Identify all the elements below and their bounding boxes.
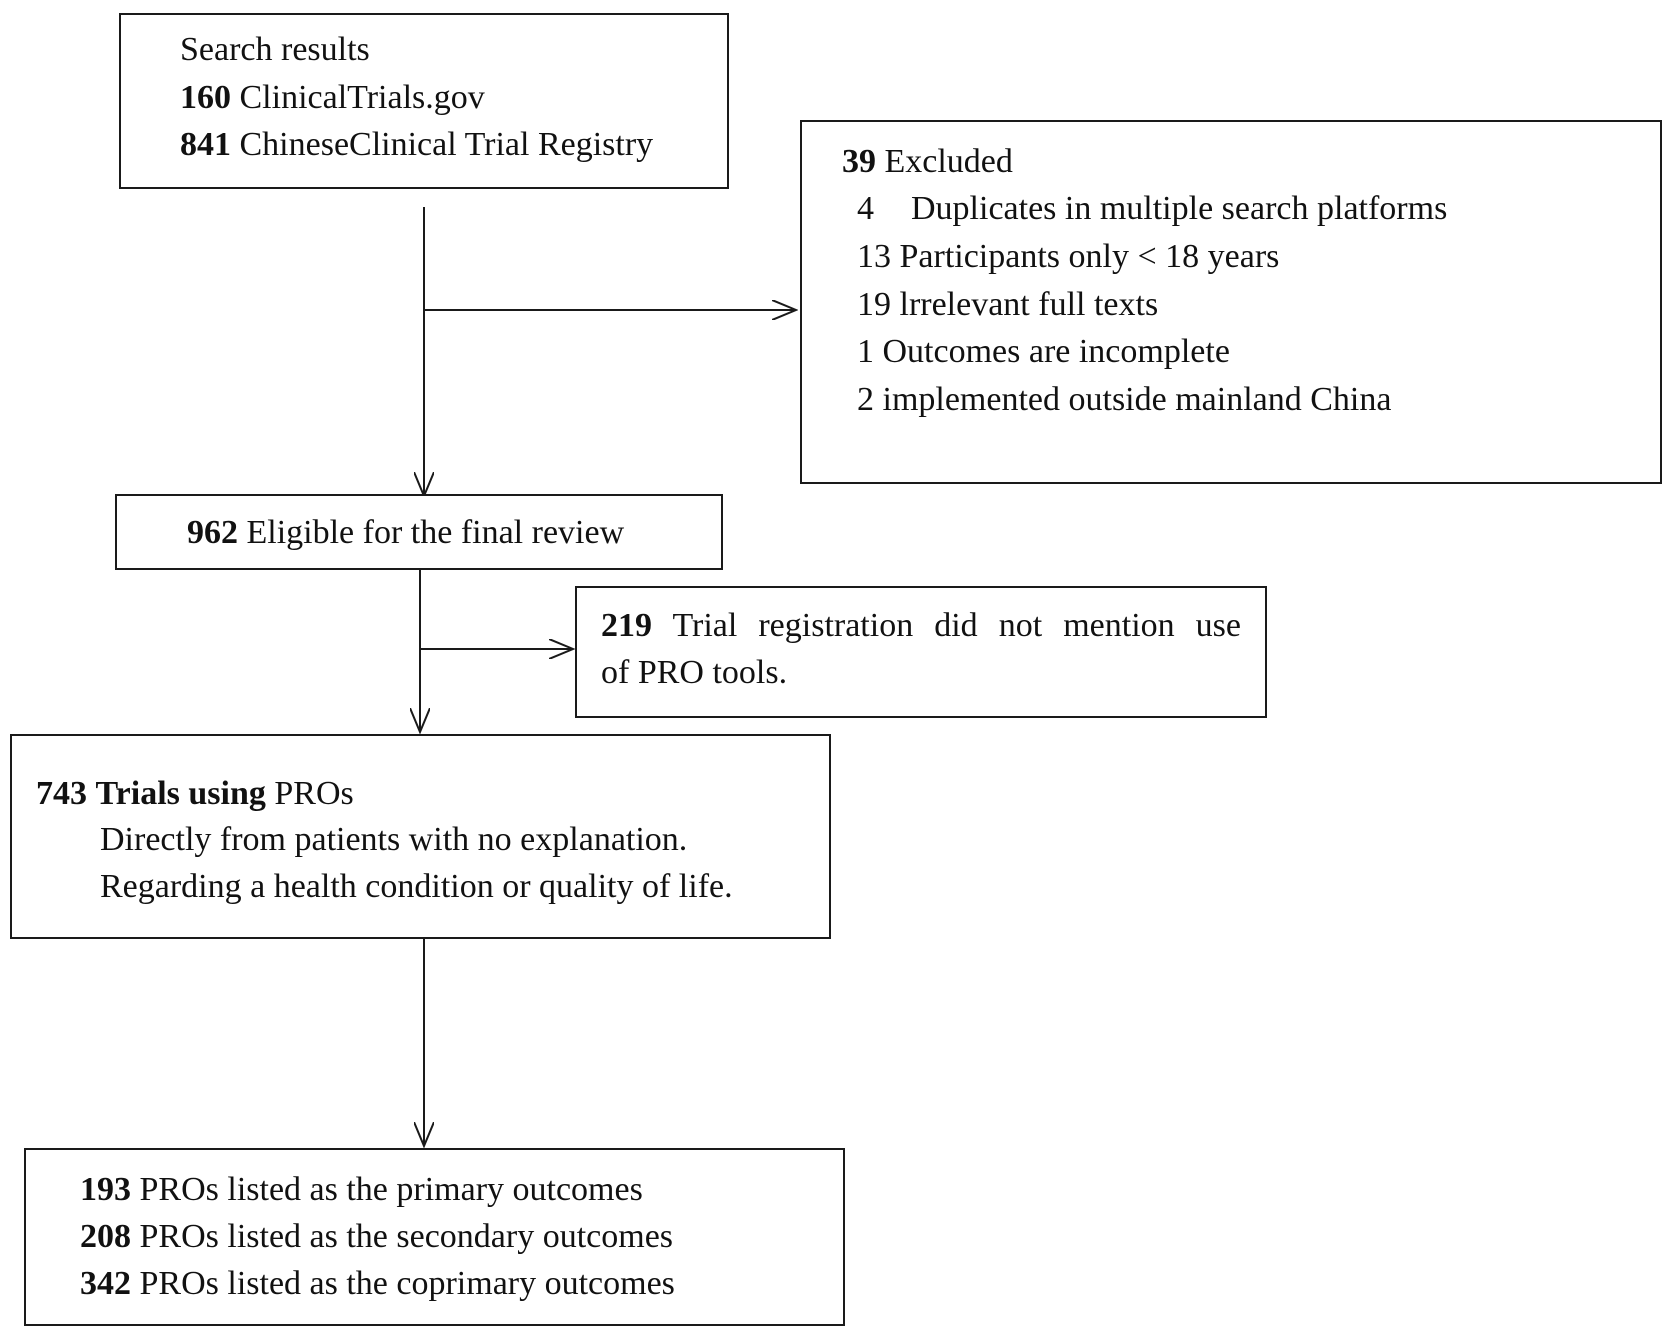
label: Outcomes are incomplete (882, 333, 1230, 370)
count: 4 (857, 190, 874, 227)
count: 39 (842, 143, 876, 180)
label: Trial registration did not mention use (672, 607, 1241, 644)
excluded-box: 39 Excluded 4 Duplicates in multiple sear… (800, 120, 1662, 484)
label: implemented outside mainland China (882, 381, 1392, 418)
label: Excluded (884, 143, 1013, 180)
trials-using-pros-box: 743 Trials using PROs Directly from pati… (10, 734, 831, 939)
count: 2 (857, 381, 874, 418)
label: PROs (274, 775, 354, 812)
label: PROs listed as the coprimary outcomes (139, 1265, 675, 1302)
count: 743 (36, 775, 87, 812)
count: 13 (857, 238, 891, 275)
trials-criterion: Directly from patients with no explanati… (100, 821, 688, 858)
label: Duplicates in multiple search platforms (911, 190, 1448, 227)
no-pro-line2: of PRO tools. (601, 654, 788, 691)
outcome-item: 342 PROs listed as the coprimary outcome… (80, 1264, 675, 1304)
excluded-title: 39 Excluded (842, 142, 1013, 182)
count: 193 (80, 1171, 131, 1208)
label: ClinicalTrials.gov (239, 79, 485, 116)
label: PROs listed as the secondary outcomes (139, 1218, 674, 1255)
count: 160 (180, 79, 231, 116)
no-pro-box: 219 Trial registration did not mention u… (575, 586, 1267, 718)
trials-criterion: Regarding a health condition or quality … (100, 868, 733, 905)
outcome-item: 208 PROs listed as the secondary outcome… (80, 1217, 673, 1257)
count: 208 (80, 1218, 131, 1255)
no-pro-line1: 219 Trial registration did not mention u… (601, 606, 1241, 646)
search-source-chictr: 841 ChineseClinical Trial Registry (180, 125, 653, 165)
label: ChineseClinical Trial Registry (239, 126, 654, 163)
bold-label: Trials using (95, 775, 266, 812)
count: 342 (80, 1265, 131, 1302)
count: 19 (857, 286, 891, 323)
trials-title: 743 Trials using PROs (36, 774, 354, 814)
search-results-title: Search results (180, 31, 370, 68)
excluded-item: 4 Duplicates in multiple search platforms (857, 189, 1447, 229)
label: Participants only < 18 years (899, 238, 1280, 275)
excluded-item: 19 lrrelevant full texts (857, 285, 1158, 325)
label: Eligible for the final review (246, 514, 625, 551)
count: 841 (180, 126, 231, 163)
label: lrrelevant full texts (899, 286, 1159, 323)
count: 962 (187, 514, 238, 551)
eligible-box: 962 Eligible for the final review (115, 494, 723, 570)
count: 219 (601, 607, 652, 644)
excluded-item: 13 Participants only < 18 years (857, 237, 1279, 277)
excluded-item: 2 implemented outside mainland China (857, 380, 1391, 420)
outcome-item: 193 PROs listed as the primary outcomes (80, 1170, 643, 1210)
search-results-box: Search results 160 ClinicalTrials.gov 84… (119, 13, 729, 189)
eligible-text: 962 Eligible for the final review (187, 513, 624, 553)
count: 1 (857, 333, 874, 370)
outcomes-box: 193 PROs listed as the primary outcomes … (24, 1148, 845, 1326)
excluded-item: 1 Outcomes are incomplete (857, 332, 1230, 372)
search-source-clinicaltrials: 160 ClinicalTrials.gov (180, 78, 485, 118)
label: PROs listed as the primary outcomes (139, 1171, 643, 1208)
